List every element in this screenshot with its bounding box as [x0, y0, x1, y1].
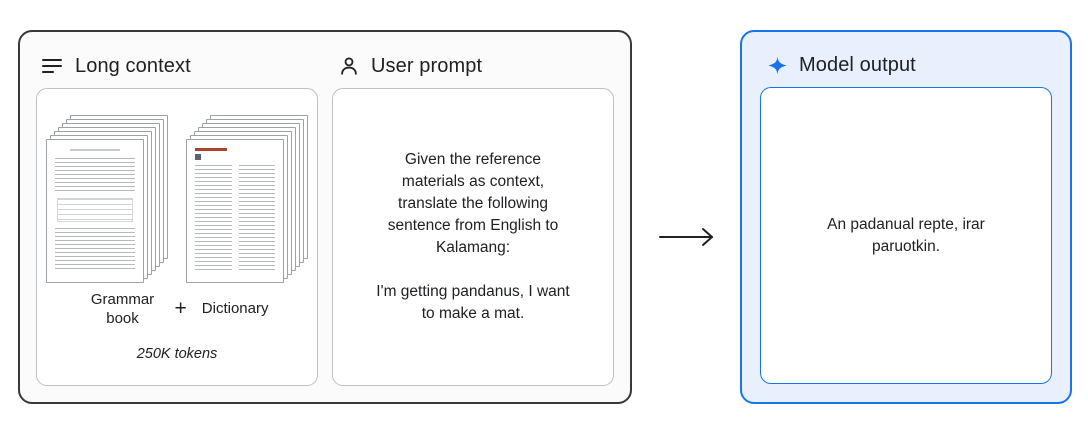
user-prompt-header: User prompt: [332, 44, 614, 88]
text-lines-icon: [42, 55, 64, 77]
model-output-header: Model output: [760, 43, 1052, 87]
long-context-card: Grammar book + Dictionary 250K tokens: [36, 88, 318, 386]
prompt-sentence-text: I'm getting pandanus, I want to make a m…: [376, 283, 570, 322]
dictionary-front-page: [186, 139, 284, 283]
token-count-note: 250K tokens: [136, 345, 218, 362]
document-labels: Grammar book + Dictionary: [86, 291, 269, 329]
model-output-card: An padanual repte, irar paruotkin.: [760, 87, 1052, 384]
user-prompt-card: Given the reference materials as context…: [332, 88, 614, 386]
long-context-column: Long context: [36, 44, 318, 386]
user-prompt-title: User prompt: [371, 54, 483, 77]
dictionary-label: Dictionary: [201, 300, 269, 318]
grammar-book-label: Grammar book: [90, 291, 155, 327]
model-output-text: An padanual repte, irar paruotkin.: [827, 215, 985, 255]
grammar-book-front-page: [46, 139, 144, 283]
long-context-title: Long context: [75, 54, 191, 77]
grammar-book-pages: [46, 115, 168, 283]
arrow-right-icon: [656, 222, 720, 252]
person-icon: [338, 55, 360, 77]
prompt-instruction-text: Given the reference materials as context…: [387, 151, 559, 256]
model-output-title: Model output: [799, 53, 916, 76]
model-output-panel: Model output An padanual repte, irar par…: [740, 30, 1072, 404]
document-stacks: [46, 115, 308, 283]
input-panel: Long context: [18, 30, 632, 404]
long-context-header: Long context: [36, 44, 318, 88]
sparkle-icon: [766, 54, 788, 76]
dictionary-pages: [186, 115, 308, 283]
user-prompt-column: User prompt Given the reference material…: [332, 44, 614, 386]
plus-sign: +: [174, 297, 187, 321]
